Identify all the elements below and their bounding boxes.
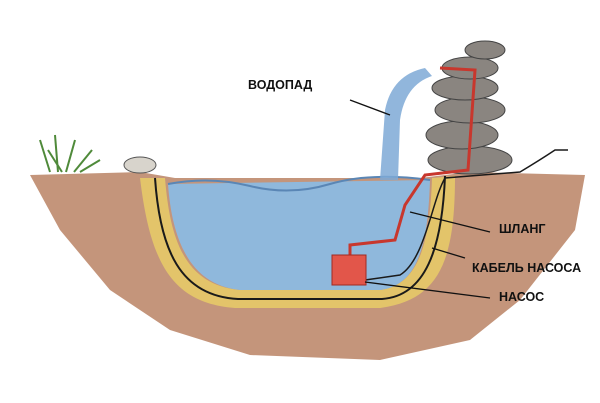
water [168,180,430,290]
stone-left [123,156,157,174]
pointer-lines [349,99,491,299]
hose [348,66,477,260]
pump-cable [364,149,568,281]
label-pump: НАСОС [499,290,545,304]
pond-liner [154,175,446,300]
pump [331,254,367,286]
label-pump-cable: КАБЕЛЬ НАСОСА [472,261,582,275]
grass [39,134,101,173]
label-waterfall: ВОДОПАД [248,78,313,92]
waterfall [380,68,432,180]
water-surface [167,175,431,192]
label-hose: ШЛАНГ [499,222,546,236]
